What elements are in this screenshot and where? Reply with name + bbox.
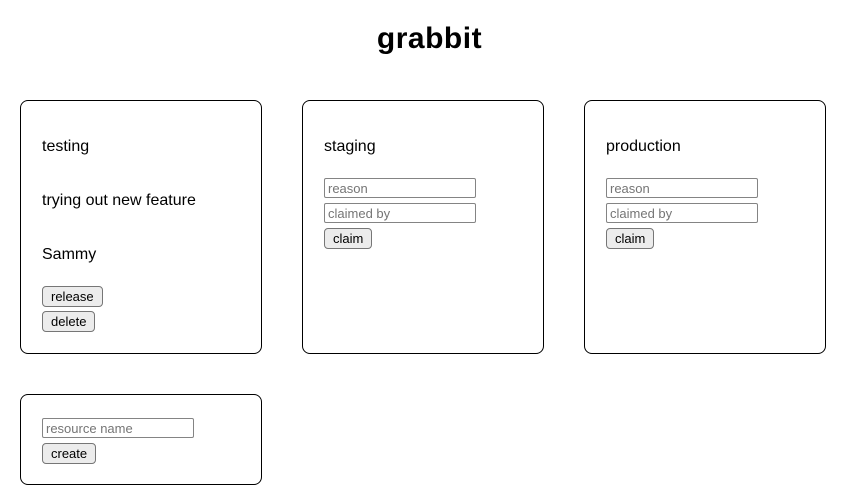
create-button[interactable]: create [42, 443, 97, 464]
release-button[interactable]: release [42, 286, 103, 307]
claim-reason-text: trying out new feature [42, 192, 196, 209]
resource-card-production: production claim [584, 100, 826, 354]
claim-button[interactable]: claim [324, 228, 373, 249]
resource-card-testing: testing trying out new feature Sammy rel… [20, 100, 262, 354]
resource-name: testing [42, 138, 90, 155]
reason-input[interactable] [606, 178, 758, 198]
create-resource-card: create [20, 394, 262, 485]
claimed-by-input[interactable] [606, 203, 758, 223]
resource-name: production [606, 138, 681, 155]
claim-button[interactable]: claim [606, 228, 655, 249]
resource-cards-row: testing trying out new feature Sammy rel… [0, 100, 859, 354]
claimed-by-text: Sammy [42, 246, 97, 263]
resource-card-staging: staging claim [302, 100, 544, 354]
resource-name-input[interactable] [42, 418, 194, 438]
claimed-by-input[interactable] [324, 203, 476, 223]
reason-input[interactable] [324, 178, 476, 198]
resource-name: staging [324, 138, 376, 155]
page-title: grabbit [376, 22, 483, 55]
create-card-row: create [0, 394, 859, 485]
delete-button[interactable]: delete [42, 311, 96, 332]
